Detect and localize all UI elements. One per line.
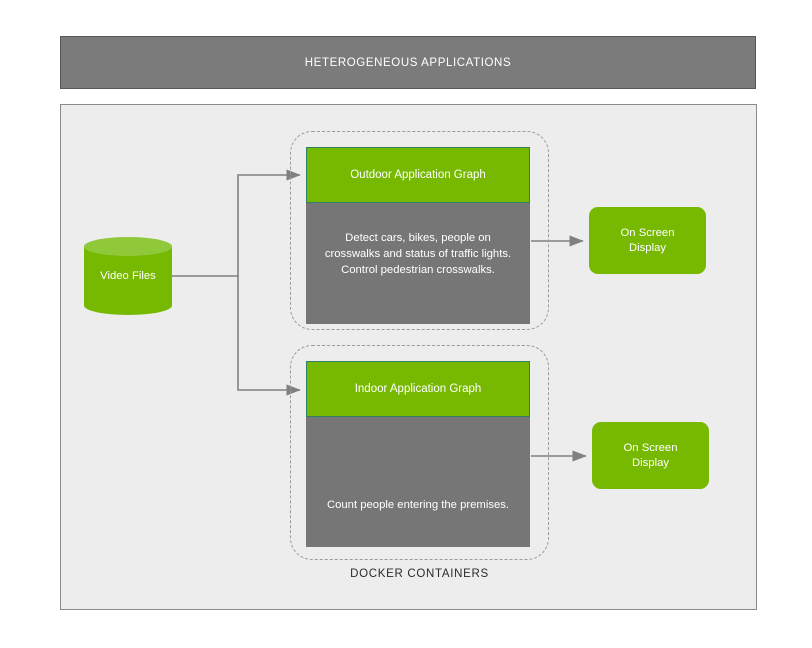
- docker-container-outdoor: [290, 131, 549, 330]
- cylinder-top-ellipse: [84, 237, 172, 256]
- video-files-label: Video Files: [100, 270, 156, 282]
- indoor-application-block[interactable]: Indoor Application Graph Count people en…: [306, 361, 530, 547]
- docker-container-indoor: [290, 345, 549, 560]
- cylinder-body: [84, 246, 172, 306]
- on-screen-display-outdoor[interactable]: On Screen Display: [589, 207, 706, 274]
- header-banner: HETEROGENEOUS APPLICATIONS: [60, 36, 756, 89]
- outdoor-application-body: Detect cars, bikes, people on crosswalks…: [306, 203, 530, 324]
- outdoor-application-header-label: Outdoor Application Graph: [350, 169, 486, 181]
- page-title: HETEROGENEOUS APPLICATIONS: [304, 56, 512, 69]
- on-screen-display-indoor[interactable]: On Screen Display: [592, 422, 709, 489]
- outdoor-application-description: Detect cars, bikes, people on crosswalks…: [324, 231, 512, 276]
- docker-containers-label: DOCKER CONTAINERS: [350, 568, 489, 580]
- indoor-application-header-label: Indoor Application Graph: [354, 383, 482, 395]
- indoor-application-header: Indoor Application Graph: [306, 361, 530, 417]
- indoor-application-description: Count people entering the premises.: [326, 499, 510, 511]
- video-files-database[interactable]: Video Files: [84, 237, 172, 315]
- outdoor-application-header: Outdoor Application Graph: [306, 147, 530, 203]
- outdoor-application-block[interactable]: Outdoor Application Graph Detect cars, b…: [306, 147, 530, 324]
- indoor-application-body: Count people entering the premises.: [306, 417, 530, 547]
